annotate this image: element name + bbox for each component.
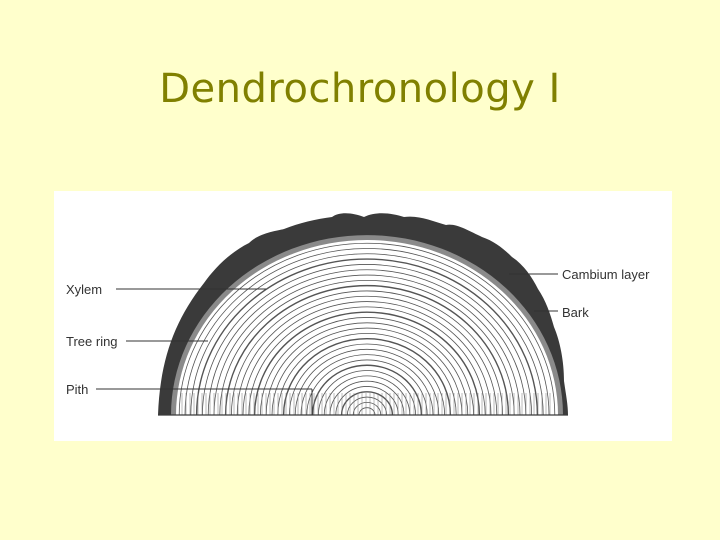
- tree-ring: [265, 322, 469, 416]
- tree-ring: [253, 311, 481, 416]
- tree-ring: [318, 370, 416, 416]
- tree-ring: [178, 242, 556, 416]
- tree-ring: [329, 380, 405, 416]
- tree-ring: [184, 248, 550, 416]
- label-pith: Pith: [66, 382, 88, 397]
- tree-ring: [289, 343, 445, 416]
- tree-ring: [347, 396, 387, 416]
- tree-ring: [282, 338, 452, 416]
- tree-ring: [219, 279, 515, 416]
- tree-ring: [207, 269, 527, 416]
- tree-ring: [202, 264, 532, 416]
- tree-ring: [300, 354, 434, 416]
- tree-ring: [242, 301, 492, 416]
- tree-ring: [236, 295, 498, 416]
- tree-ring: [277, 332, 457, 416]
- tree-ring: [231, 290, 503, 416]
- wood-grain-lines: [181, 393, 551, 415]
- tree-cross-section-figure: Xylem Tree ring Pith Cambium layer Bark: [54, 191, 672, 441]
- tree-ring: [294, 348, 440, 416]
- tree-ring: [323, 375, 411, 416]
- tree-ring: [224, 284, 510, 416]
- tree-ring: [271, 327, 463, 416]
- tree-ring: [190, 253, 544, 416]
- label-cambium-layer: Cambium layer: [562, 267, 650, 282]
- tree-ring: [335, 386, 399, 416]
- tree-rings: [178, 242, 556, 416]
- label-xylem: Xylem: [66, 282, 102, 297]
- slide-title: Dendrochronology I: [159, 66, 561, 112]
- tree-ring: [306, 359, 428, 416]
- tree-cross-section-diagram: Xylem Tree ring Pith Cambium layer Bark: [66, 213, 650, 416]
- label-tree-ring: Tree ring: [66, 334, 118, 349]
- tree-ring: [358, 407, 376, 416]
- tree-ring: [260, 317, 474, 416]
- tree-ring: [213, 274, 521, 416]
- tree-ring: [195, 258, 539, 416]
- tree-ring: [248, 306, 486, 416]
- label-bark: Bark: [562, 305, 589, 320]
